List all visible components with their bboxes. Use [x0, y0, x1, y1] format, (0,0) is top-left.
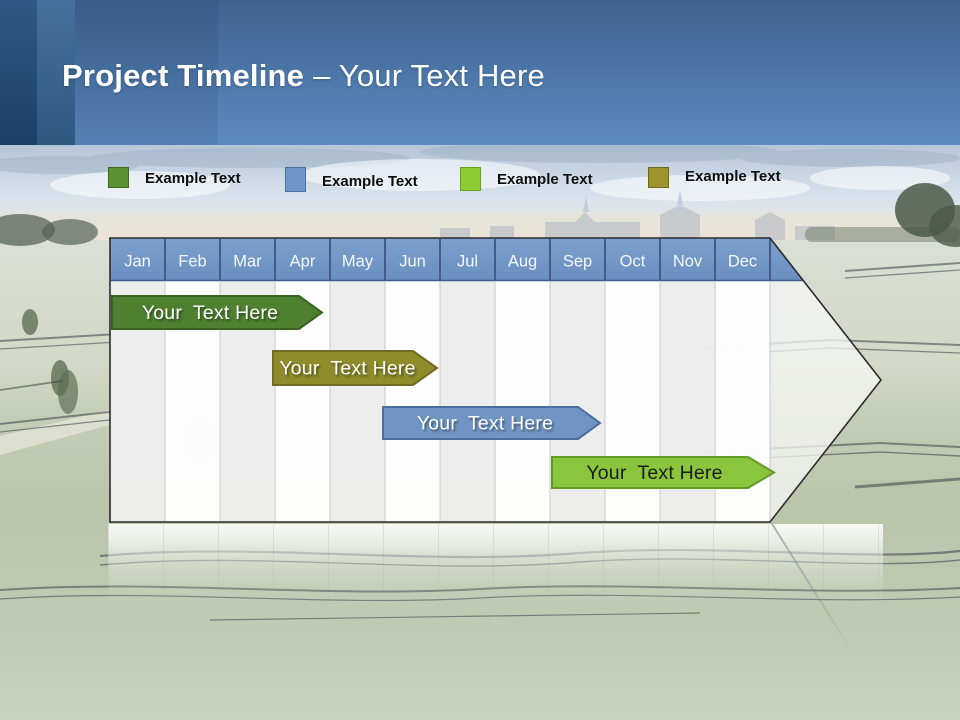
trees	[0, 183, 960, 466]
legend-swatch	[648, 167, 669, 188]
month-column	[275, 281, 330, 522]
legend-swatch	[285, 167, 306, 192]
month-column	[165, 281, 220, 522]
header-stripe-dark	[0, 0, 37, 145]
month-column	[550, 281, 605, 522]
month-column	[660, 281, 715, 522]
month-label: Dec	[728, 253, 757, 271]
month-label: Oct	[620, 253, 646, 271]
month-label: Mar	[233, 253, 262, 271]
month-label: Apr	[290, 253, 316, 271]
header-stripe-medium	[37, 0, 75, 145]
timeline-table: Jan Feb Mar Apr May Jun Jul Aug Sep Oct Nov Dec	[109, 237, 883, 523]
month-label: Feb	[178, 253, 206, 271]
slide-header: Project Timeline– Your Text Here	[0, 0, 960, 145]
legend-item: Example Text	[108, 167, 241, 188]
table-outline	[109, 237, 883, 523]
month-label: Jun	[399, 253, 426, 271]
month-label: Sep	[563, 253, 592, 271]
legend-swatch	[460, 167, 481, 191]
legend-label: Example Text	[685, 168, 781, 185]
legend-swatch	[108, 167, 129, 188]
month-column	[440, 281, 495, 522]
month-column	[605, 281, 660, 522]
table-reflection	[108, 524, 883, 624]
title-suffix: – Your Text Here	[313, 58, 545, 93]
header-stripe-overlay	[75, 0, 218, 145]
sky	[0, 140, 960, 245]
title-main: Project Timeline	[62, 58, 305, 93]
timeline-body: Jan Feb Mar Apr May Jun Jul Aug Sep Oct Nov Dec	[110, 238, 880, 522]
legend-label: Example Text	[497, 171, 593, 188]
month-label: Jul	[457, 253, 478, 271]
month-label: Aug	[508, 253, 537, 271]
legend-label: Example Text	[322, 173, 418, 190]
month-label: Jan	[124, 253, 151, 271]
month-label: May	[342, 253, 374, 271]
month-column	[715, 281, 770, 522]
month-column	[220, 281, 275, 522]
legend-item: Example Text	[648, 167, 781, 188]
legend: Example Text Example Text Example Text Exam…	[0, 167, 960, 201]
month-column	[330, 281, 385, 522]
month-label: Nov	[673, 253, 703, 271]
month-column	[110, 281, 165, 522]
slide-title: Project Timeline– Your Text Here	[62, 58, 545, 94]
month-column	[495, 281, 550, 522]
legend-item: Example Text	[285, 167, 418, 192]
cloud-streaks	[0, 141, 960, 174]
legend-item: Example Text	[460, 167, 593, 191]
month-column	[385, 281, 440, 522]
legend-label: Example Text	[145, 170, 241, 187]
